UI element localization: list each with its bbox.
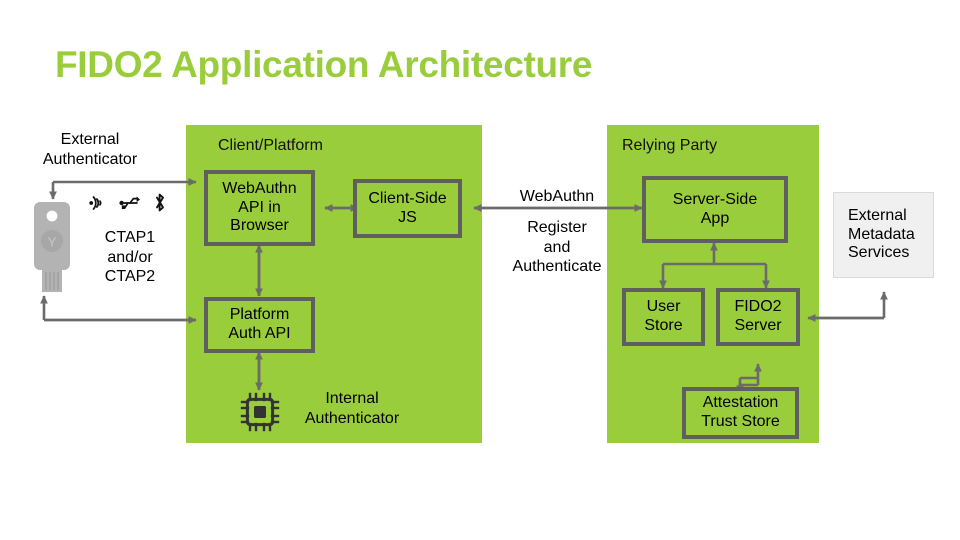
bluetooth-icon	[156, 193, 164, 212]
node-external-metadata-services[interactable]: External Metadata Services	[833, 192, 934, 278]
label-ctap: CTAP1 and/or CTAP2	[104, 229, 156, 286]
page-title: FIDO2 Application Architecture	[55, 44, 593, 85]
security-key-icon: Y	[34, 202, 70, 292]
label-webauthn-link: WebAuthn	[519, 188, 595, 205]
node-platform-auth-api[interactable]: Platform Auth API	[204, 297, 315, 353]
panel-label-relying-party: Relying Party	[622, 137, 718, 154]
node-fido2-server[interactable]: FIDO2 Server	[716, 288, 800, 346]
microchip-icon	[240, 392, 280, 432]
node-webauthn-api[interactable]: WebAuthn API in Browser	[204, 170, 315, 246]
svg-text:Y: Y	[48, 235, 57, 250]
label-register-authenticate: Register and Authenticate	[512, 219, 602, 276]
node-client-side-js[interactable]: Client-Side JS	[353, 179, 462, 238]
label-internal-authenticator: Internal Authenticator	[304, 390, 400, 427]
connection-icons	[88, 192, 168, 213]
node-server-side-app[interactable]: Server-Side App	[642, 176, 788, 243]
panel-label-client-platform: Client/Platform	[218, 137, 323, 154]
label-external-authenticator: External Authenticator	[42, 131, 138, 168]
usb-icon	[119, 195, 140, 209]
node-attestation-trust-store[interactable]: Attestation Trust Store	[682, 387, 799, 439]
node-user-store[interactable]: User Store	[622, 288, 705, 346]
nfc-icon	[89, 195, 102, 210]
